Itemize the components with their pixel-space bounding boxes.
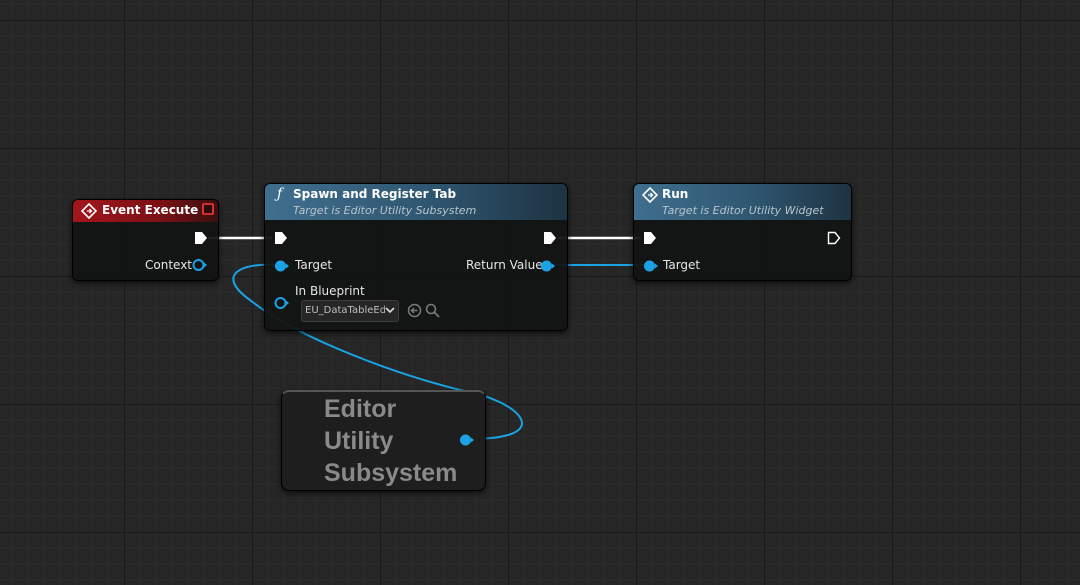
use-selected-asset-icon[interactable] (407, 303, 422, 318)
return-value-pin-label: Return Value (466, 258, 543, 272)
event-diamond-icon (81, 203, 97, 219)
run-title: Run (662, 187, 689, 201)
exec-out-pin-icon[interactable] (194, 231, 208, 245)
exec-out-pin-icon[interactable] (827, 231, 841, 245)
target-pin-icon[interactable] (643, 259, 659, 273)
subsystem-title-line-3: Subsystem (324, 459, 458, 487)
spawn-register-tab-node[interactable]: ƒ Spawn and Register Tab Target is Edito… (264, 183, 568, 331)
in-blueprint-asset-dropdown[interactable]: EU_DataTableEditor (301, 300, 399, 322)
delegate-square-icon[interactable] (202, 203, 214, 215)
in-blueprint-asset-value: EU_DataTableEditor (305, 305, 385, 316)
subsystem-title-line-2: Utility (324, 427, 394, 455)
run-node[interactable]: Run Target is Editor Utility Widget Targ… (633, 183, 852, 281)
function-icon: ƒ (277, 186, 283, 202)
run-header (634, 184, 851, 220)
spawn-register-tab-header (265, 184, 567, 220)
editor-utility-subsystem-node[interactable]: Editor Utility Subsystem (281, 390, 486, 491)
event-execute-header (73, 200, 218, 222)
subsystem-title-line-1: Editor (324, 395, 397, 423)
exec-in-pin-icon[interactable] (643, 231, 657, 245)
browse-asset-icon[interactable] (425, 303, 440, 318)
exec-in-pin-icon[interactable] (274, 231, 288, 245)
spawn-register-tab-subtitle: Target is Editor Utility Subsystem (293, 204, 477, 217)
spawn-register-tab-title: Spawn and Register Tab (293, 187, 457, 201)
context-pin-label: Context (145, 258, 193, 272)
object-pin-icon[interactable] (192, 258, 208, 272)
target-pin-label: Target (295, 258, 333, 272)
in-blueprint-pin-icon[interactable] (274, 296, 290, 310)
chevron-down-icon (385, 307, 395, 314)
target-pin-label: Target (663, 258, 701, 272)
run-subtitle: Target is Editor Utility Widget (662, 204, 824, 217)
event-diamond-icon (642, 187, 658, 203)
target-pin-icon[interactable] (274, 259, 290, 273)
subsystem-output-pin-icon[interactable] (459, 433, 475, 447)
event-execute-title: Event Execute (102, 203, 199, 217)
event-execute-node[interactable]: Event Execute Context (72, 199, 219, 281)
exec-out-pin-icon[interactable] (543, 231, 557, 245)
return-value-pin-icon[interactable] (540, 259, 556, 273)
subsystem-title: Editor Utility Subsystem (324, 393, 457, 489)
in-blueprint-pin-label: In Blueprint (295, 284, 365, 298)
